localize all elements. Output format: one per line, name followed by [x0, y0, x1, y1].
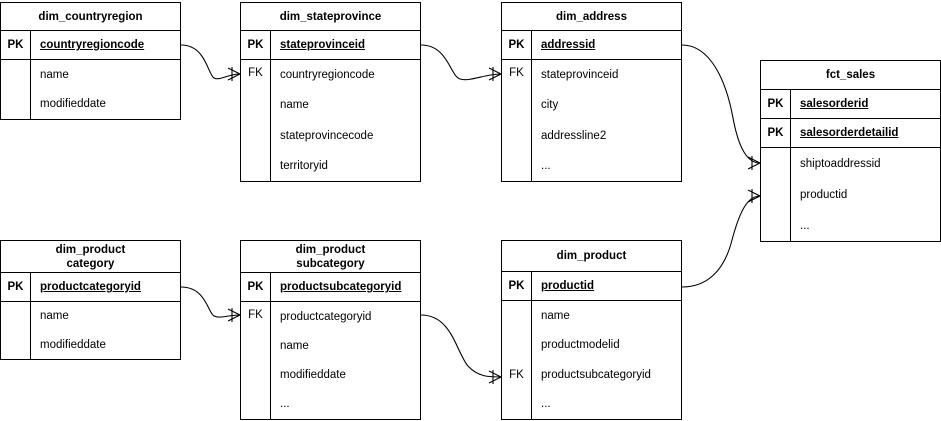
- entity-title: dim_product: [502, 241, 681, 272]
- key-field-name: countryregioncode: [40, 39, 145, 51]
- key-field-name: stateprovinceid: [280, 39, 365, 51]
- attribute-row: productcategoryid: [280, 310, 372, 323]
- entity-key-row[interactable]: PK stateprovinceid: [241, 31, 420, 60]
- key-tag: PK: [761, 119, 791, 147]
- entity-attributes: name modifieddate: [1, 60, 180, 119]
- key-tag: PK: [502, 272, 532, 300]
- entity-key-row[interactable]: PK addressid: [502, 31, 681, 60]
- entity-fct-sales[interactable]: fct_sales PK salesorderid PK salesorderd…: [760, 60, 941, 242]
- key-tag: PK: [1, 273, 31, 301]
- entity-attributes: FK productcategoryid name modifieddate .…: [241, 302, 420, 419]
- attribute-row: modifieddate: [280, 369, 346, 382]
- attribute-key-column: FK: [502, 60, 532, 181]
- entity-attributes: shiptoaddressid productid ...: [761, 148, 940, 241]
- entity-dim-productcategory[interactable]: dim_product category PK productcategoryi…: [0, 240, 181, 360]
- attribute-row: city: [541, 99, 559, 112]
- key-field-name: salesorderdetailid: [800, 127, 899, 139]
- attribute-row: countryregioncode: [280, 69, 375, 82]
- entity-key-row[interactable]: PK productid: [502, 272, 681, 301]
- attribute-row: ...: [800, 219, 810, 232]
- attribute-row: modifieddate: [40, 98, 106, 111]
- entity-title: dim_product category: [1, 241, 180, 273]
- relationship-address-to-fctsales[interactable]: [677, 38, 761, 170]
- attribute-row: name: [280, 339, 309, 352]
- relationship-countryregion-to-stateprovince[interactable]: [175, 38, 241, 81]
- entity-attributes: name modifieddate: [1, 302, 180, 359]
- foreign-key-tag: FK: [509, 369, 524, 381]
- entity-title: dim_product subcategory: [241, 241, 420, 273]
- relationship-productcategory-to-subcategory[interactable]: [175, 280, 241, 322]
- attribute-key-column: FK: [502, 301, 532, 419]
- attribute-key-column: [761, 148, 791, 241]
- entity-dim-address[interactable]: dim_address PK addressid FK stateprovinc…: [501, 2, 682, 182]
- attribute-row: name: [40, 310, 69, 323]
- entity-key-row[interactable]: PK countryregioncode: [1, 31, 180, 60]
- foreign-key-tag: FK: [509, 67, 524, 79]
- attribute-row: productid: [800, 188, 848, 201]
- entity-key-row[interactable]: PK productsubcategoryid: [241, 273, 420, 302]
- attribute-row: name: [280, 99, 309, 112]
- key-tag: PK: [241, 273, 271, 301]
- key-field-name: addressid: [541, 39, 596, 51]
- foreign-key-tag: FK: [248, 309, 263, 321]
- entity-attributes: FK name productmodelid productsubcategor…: [502, 301, 681, 419]
- attribute-row: name: [541, 309, 570, 322]
- relationship-product-to-fctsales[interactable]: [677, 189, 761, 294]
- key-field-name: productid: [541, 280, 595, 292]
- attribute-key-column: FK: [241, 60, 271, 181]
- entity-dim-productsubcategory[interactable]: dim_product subcategory PK productsubcat…: [240, 240, 421, 420]
- key-field-name: productsubcategoryid: [280, 281, 402, 293]
- entity-key-row[interactable]: PK productcategoryid: [1, 273, 180, 302]
- attribute-key-column: [1, 302, 31, 359]
- entity-dim-stateprovince[interactable]: dim_stateprovince PK stateprovinceid FK …: [240, 2, 421, 182]
- entity-key-row[interactable]: PK salesorderdetailid: [761, 119, 940, 148]
- entity-key-row[interactable]: PK salesorderid: [761, 90, 940, 119]
- entity-title: dim_address: [502, 3, 681, 31]
- attribute-key-column: FK: [241, 302, 271, 419]
- entity-title: dim_countryregion: [1, 3, 180, 31]
- attribute-key-column: [1, 60, 31, 119]
- attribute-row: name: [40, 68, 69, 81]
- attribute-row: ...: [541, 398, 551, 411]
- attribute-row: ...: [280, 398, 290, 411]
- entity-title: fct_sales: [761, 61, 940, 90]
- attribute-row: ...: [541, 159, 551, 172]
- key-tag: PK: [241, 31, 271, 59]
- entity-title: dim_stateprovince: [241, 3, 420, 31]
- key-tag: PK: [502, 31, 532, 59]
- key-field-name: productcategoryid: [40, 281, 141, 293]
- attribute-row: territoryid: [280, 159, 328, 172]
- attribute-row: stateprovinceid: [541, 69, 619, 82]
- entity-attributes: FK stateprovinceid city addressline2 ...: [502, 60, 681, 181]
- attribute-row: addressline2: [541, 129, 607, 142]
- entity-dim-countryregion[interactable]: dim_countryregion PK countryregioncode n…: [0, 2, 181, 120]
- key-field-name: salesorderid: [800, 98, 869, 110]
- key-tag: PK: [761, 90, 791, 118]
- attribute-row: productsubcategoryid: [541, 368, 651, 381]
- attribute-row: stateprovincecode: [280, 129, 374, 142]
- key-tag: PK: [1, 31, 31, 59]
- relationship-stateprovince-to-address[interactable]: [416, 38, 502, 81]
- attribute-row: productmodelid: [541, 339, 620, 352]
- attribute-row: modifieddate: [40, 338, 106, 351]
- foreign-key-tag: FK: [248, 67, 263, 79]
- entity-attributes: FK countryregioncode name stateprovincec…: [241, 60, 420, 181]
- relationship-subcategory-to-product[interactable]: [416, 308, 502, 384]
- entity-dim-product[interactable]: dim_product PK productid FK name product…: [501, 240, 682, 420]
- attribute-row: shiptoaddressid: [800, 157, 881, 170]
